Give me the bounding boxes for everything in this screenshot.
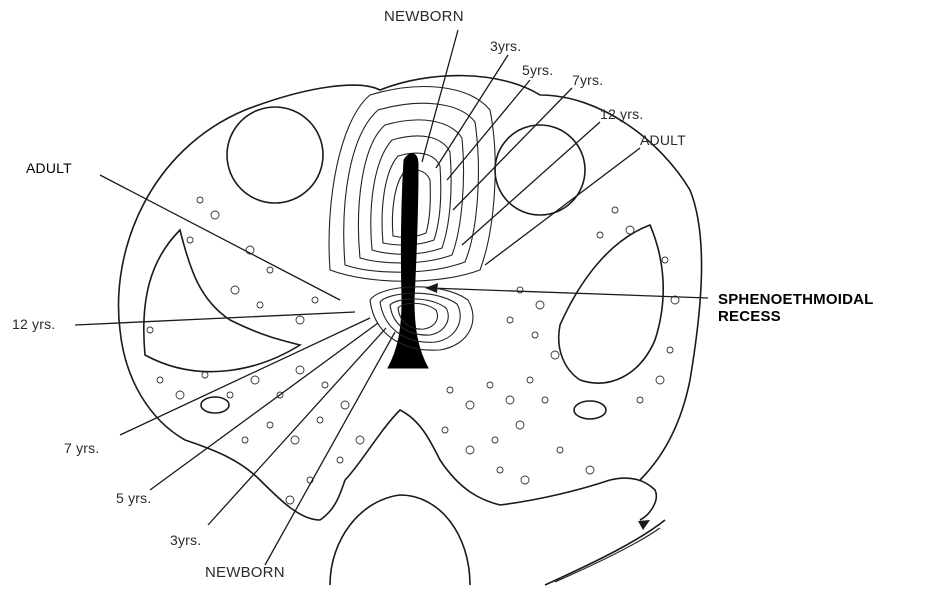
right-small-oval xyxy=(574,401,606,419)
label-recess-line1: SPHENOETHMOIDAL xyxy=(718,292,874,308)
head-outline-left-lower xyxy=(120,330,185,440)
leader-left-5yrs xyxy=(150,323,378,490)
left-small-oval xyxy=(201,397,229,413)
label-left-adult: ADULT xyxy=(26,160,72,176)
label-left-newborn: NEWBORN xyxy=(205,564,285,581)
label-top-7yrs: 7yrs. xyxy=(572,72,603,88)
right-orbit xyxy=(495,125,585,215)
skull-base-center xyxy=(345,410,500,505)
left-maxillary-sinus xyxy=(144,230,300,372)
label-top-5yrs: 5yrs. xyxy=(522,62,553,78)
foramen-magnum xyxy=(330,495,470,585)
leader-left-12yrs xyxy=(75,312,355,325)
skull-base-right xyxy=(500,478,656,520)
label-left-7yrs: 7 yrs. xyxy=(64,440,99,456)
leader-recess xyxy=(430,288,708,298)
bottom-right-arrowhead xyxy=(638,520,650,530)
label-left-3yrs: 3yrs. xyxy=(170,532,201,548)
label-top-adult: ADULT xyxy=(640,132,686,148)
leader-left-newborn xyxy=(265,332,395,565)
skull-base-left xyxy=(185,440,345,520)
recess-arrowhead xyxy=(425,283,438,293)
left-orbit xyxy=(227,107,323,203)
label-top-3yrs: 3yrs. xyxy=(490,38,521,54)
leader-top-adult xyxy=(485,148,640,265)
leader-left-7yrs xyxy=(120,318,370,435)
leader-top-7yrs xyxy=(453,88,572,210)
sphenoid-ring-3 xyxy=(390,299,448,335)
right-maxillary-sinus xyxy=(559,225,664,383)
label-top-12yrs: 12 yrs. xyxy=(600,106,643,122)
leader-top-12yrs xyxy=(462,122,600,245)
leader-left-3yrs xyxy=(208,328,386,525)
right-skull-edge xyxy=(545,520,665,585)
label-recess-line2: RECESS xyxy=(718,309,781,325)
label-left-5yrs: 5 yrs. xyxy=(116,490,151,506)
label-top-newborn: NEWBORN xyxy=(384,8,464,25)
label-left-12yrs: 12 yrs. xyxy=(12,316,55,332)
nasal-septum xyxy=(388,154,428,368)
